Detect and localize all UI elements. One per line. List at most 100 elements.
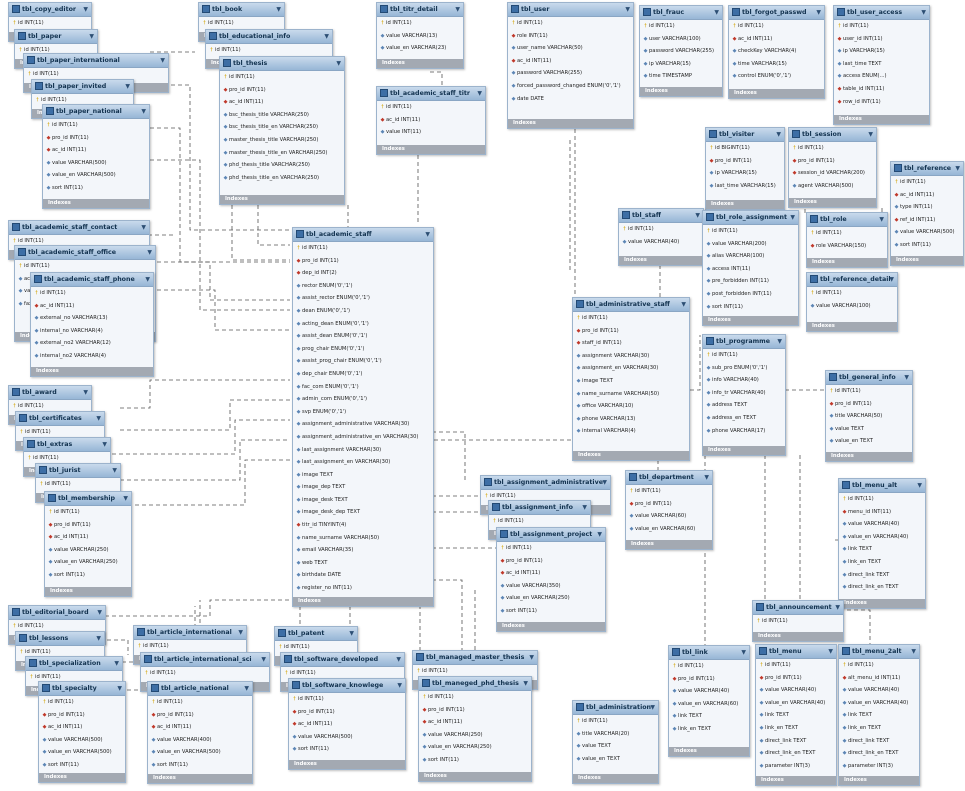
table-tbl-titr-detail[interactable]: tbl_titr_detail▼†id INT(11)◆value VARCHA… [376,2,464,69]
indexes-bar[interactable]: Indexes [729,89,824,98]
table-header[interactable]: tbl_article_international▼ [134,626,246,640]
table-tbl-role[interactable]: tbl_role▼†id INT(11)◆role VARCHAR(150)In… [806,212,888,268]
table-tbl-user-access[interactable]: tbl_user_access▼†id INT(11)◆user_id INT(… [833,5,930,125]
table-header[interactable]: tbl_membership▼ [45,492,131,506]
dropdown-arrow-icon[interactable]: ▼ [125,83,130,90]
dropdown-arrow-icon[interactable]: ▼ [114,660,119,667]
table-header[interactable]: tbl_role▼ [807,213,887,227]
dropdown-arrow-icon[interactable]: ▼ [97,609,102,616]
table-tbl-staff[interactable]: tbl_staff▼†id INT(11)◆value VARCHAR(40)I… [618,208,704,266]
dropdown-arrow-icon[interactable]: ▼ [704,474,709,481]
dropdown-arrow-icon[interactable]: ▼ [828,648,833,655]
dropdown-arrow-icon[interactable]: ▼ [396,656,401,663]
table-header[interactable]: tbl_educational_info▼ [206,30,332,44]
indexes-bar[interactable]: Indexes [377,59,463,68]
dropdown-arrow-icon[interactable]: ▼ [681,301,686,308]
table-tbl-role-assignment[interactable]: tbl_role_assignment▼†id INT(11)◆value VA… [702,210,799,326]
dropdown-arrow-icon[interactable]: ▼ [602,479,607,486]
dropdown-arrow-icon[interactable]: ▼ [425,231,430,238]
indexes-bar[interactable]: Indexes [839,599,925,608]
dropdown-arrow-icon[interactable]: ▼ [917,482,922,489]
dropdown-arrow-icon[interactable]: ▼ [324,33,329,40]
dropdown-arrow-icon[interactable]: ▼ [911,648,916,655]
table-header[interactable]: tbl_reference▼ [891,162,963,176]
table-tbl-user[interactable]: tbl_user▼†id INT(11)◆role INT(11)◆user_n… [507,2,634,129]
dropdown-arrow-icon[interactable]: ▼ [123,495,128,502]
table-header[interactable]: tbl_article_international_sci▼ [141,653,269,667]
table-tbl-administrative-staff[interactable]: tbl_administrative_staff▼†id INT(11)◆pro… [572,297,690,461]
indexes-bar[interactable]: Indexes [826,452,912,461]
table-header[interactable]: tbl_software_developed▼ [281,653,404,667]
indexes-bar[interactable]: Indexes [807,258,887,267]
dropdown-arrow-icon[interactable]: ▼ [160,57,165,64]
table-header[interactable]: tbl_administrative_staff▼ [573,298,689,312]
table-header[interactable]: tbl_book▼ [199,3,284,17]
table-header[interactable]: tbl_programme▼ [703,335,785,349]
table-header[interactable]: tbl_specialty▼ [39,682,125,696]
dropdown-arrow-icon[interactable]: ▼ [889,276,894,283]
dropdown-arrow-icon[interactable]: ▼ [777,338,782,345]
table-header[interactable]: tbl_paper_national▼ [43,105,149,119]
indexes-bar[interactable]: Indexes [703,316,798,325]
table-header[interactable]: tbl_lessons▼ [16,632,104,646]
table-header[interactable]: tbl_department▼ [626,471,712,485]
table-header[interactable]: tbl_software_knowlege▼ [289,679,405,693]
indexes-bar[interactable]: Indexes [619,256,703,265]
indexes-bar[interactable]: Indexes [220,195,344,204]
dropdown-arrow-icon[interactable]: ▼ [477,90,482,97]
indexes-bar[interactable]: Indexes [756,776,836,785]
table-tbl-academic-staff-titr[interactable]: tbl_academic_staff_titr▼†id INT(11)◆ac_i… [376,86,486,155]
table-header[interactable]: tbl_menu_2alt▼ [839,645,919,659]
dropdown-arrow-icon[interactable]: ▼ [83,389,88,396]
indexes-bar[interactable]: Indexes [669,747,749,756]
table-tbl-article-national[interactable]: tbl_article_national▼†id INT(11)◆pro_id … [147,681,253,784]
dropdown-arrow-icon[interactable]: ▼ [597,531,602,538]
table-tbl-software-knowlege[interactable]: tbl_software_knowlege▼†id INT(11)◆pro_id… [288,678,406,770]
indexes-bar[interactable]: Indexes [43,199,149,208]
table-tbl-frauc[interactable]: tbl_frauc▼†id INT(11)◆user VARCHAR(100)◆… [639,5,723,97]
dropdown-arrow-icon[interactable]: ▼ [835,604,840,611]
table-tbl-menu-2alt[interactable]: tbl_menu_2alt▼†id INT(11)◆alt_menu_id IN… [838,644,920,786]
dropdown-arrow-icon[interactable]: ▼ [868,131,873,138]
dropdown-arrow-icon[interactable]: ▼ [790,214,795,221]
dropdown-arrow-icon[interactable]: ▼ [147,249,152,256]
table-header[interactable]: tbl_academic_staff_office▼ [15,246,155,260]
dropdown-arrow-icon[interactable]: ▼ [397,682,402,689]
dropdown-arrow-icon[interactable]: ▼ [776,131,781,138]
indexes-bar[interactable]: Indexes [703,446,785,455]
dropdown-arrow-icon[interactable]: ▼ [141,108,146,115]
dropdown-arrow-icon[interactable]: ▼ [879,216,884,223]
dropdown-arrow-icon[interactable]: ▼ [83,6,88,13]
table-header[interactable]: tbl_maneged_phd_thesis▼ [419,677,531,691]
table-tbl-maneged-phd-thesis[interactable]: tbl_maneged_phd_thesis▼†id INT(11)◆pro_i… [418,676,532,782]
table-tbl-academic-staff-phone[interactable]: tbl_academic_staff_phone▼†id INT(11)◆ac_… [30,272,154,377]
table-header[interactable]: tbl_user▼ [508,3,633,17]
table-header[interactable]: tbl_certificates▼ [16,412,104,426]
dropdown-arrow-icon[interactable]: ▼ [96,635,101,642]
table-header[interactable]: tbl_article_national▼ [148,682,252,696]
dropdown-arrow-icon[interactable]: ▼ [261,656,266,663]
table-tbl-membership[interactable]: tbl_membership▼†id INT(11)◆pro_id INT(11… [44,491,132,597]
table-header[interactable]: tbl_specialization▼ [26,657,122,671]
dropdown-arrow-icon[interactable]: ▼ [117,685,122,692]
table-header[interactable]: tbl_patent▼ [275,627,357,641]
indexes-bar[interactable]: Indexes [891,256,963,265]
table-header[interactable]: tbl_titr_detail▼ [377,3,463,17]
table-header[interactable]: tbl_paper_invited▼ [32,80,133,94]
table-header[interactable]: tbl_assignment_project▼ [497,528,605,542]
table-header[interactable]: tbl_copy_editor▼ [9,3,91,17]
table-header[interactable]: tbl_announcement▼ [753,601,843,615]
table-header[interactable]: tbl_thesis▼ [220,57,344,71]
dropdown-arrow-icon[interactable]: ▼ [529,654,534,661]
dropdown-arrow-icon[interactable]: ▼ [650,704,655,711]
table-header[interactable]: tbl_session▼ [789,128,876,142]
table-header[interactable]: tbl_academic_staff_titr▼ [377,87,485,101]
table-header[interactable]: tbl_general_info▼ [826,371,912,385]
dropdown-arrow-icon[interactable]: ▼ [96,415,101,422]
dropdown-arrow-icon[interactable]: ▼ [455,6,460,13]
indexes-bar[interactable]: Indexes [753,632,843,641]
indexes-bar[interactable]: Indexes [807,322,897,331]
indexes-bar[interactable]: Indexes [377,145,485,154]
indexes-bar[interactable]: Indexes [497,622,605,631]
dropdown-arrow-icon[interactable]: ▼ [349,630,354,637]
